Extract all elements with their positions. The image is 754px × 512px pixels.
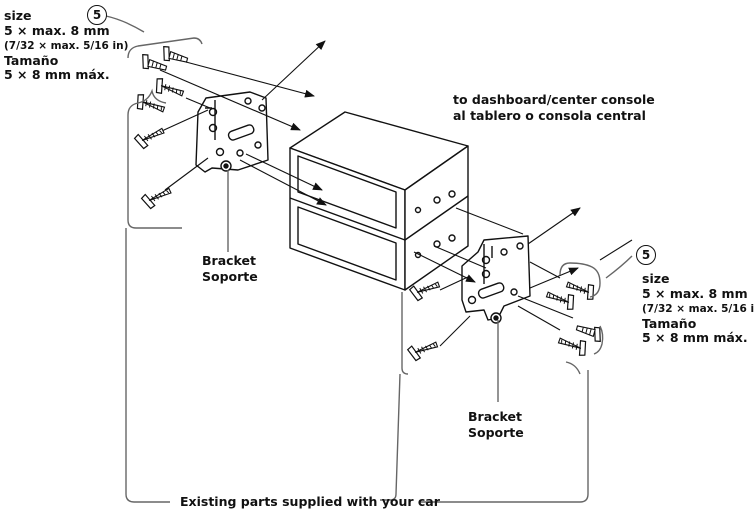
left-bracket	[195, 91, 269, 173]
spec-size-imperial: (7/32 × max. 5/16 in)	[4, 40, 129, 52]
spec-size-metric: 5 × max. 8 mm	[642, 285, 748, 301]
screw-spec-top-left: size 5 × max. 8 mm (7/32 × max. 5/16 in)…	[4, 8, 129, 83]
existing-parts-label: Existing parts supplied with your car	[180, 494, 440, 509]
bracket-label-en: Bracket	[202, 253, 256, 268]
spec-size-metric: 5 × max. 8 mm	[4, 22, 110, 38]
spec-size-label: size	[4, 8, 32, 23]
bracket-label-en: Bracket	[468, 409, 522, 424]
right-bracket	[461, 235, 531, 324]
screw-spec-right: size 5 × max. 8 mm (7/32 × max. 5/16 in)…	[642, 271, 754, 346]
spec-size-imperial: (7/32 × max. 5/16 in)	[642, 303, 754, 315]
dashboard-label-en: to dashboard/center console	[453, 92, 655, 107]
spec-tamano-value: 5 × 8 mm máx.	[4, 67, 110, 82]
dashboard-label: to dashboard/center console al tablero o…	[453, 92, 655, 124]
callout-5-right: 5	[636, 245, 656, 265]
bracket-label-left: Bracket Soporte	[202, 253, 258, 285]
braces	[105, 15, 633, 503]
spec-tamano-label: Tamaño	[4, 52, 59, 68]
bracket-label-es: Soporte	[202, 269, 258, 284]
dashboard-label-es: al tablero o consola central	[453, 108, 646, 123]
bracket-label-right: Bracket Soporte	[468, 409, 524, 441]
spec-tamano-value: 5 × 8 mm máx.	[642, 330, 748, 345]
head-unit	[289, 111, 469, 291]
arrows	[152, 40, 633, 347]
bracket-label-es: Soporte	[468, 425, 524, 440]
spec-tamano-label: Tamaño	[642, 315, 697, 331]
spec-size-label: size	[642, 271, 670, 286]
callout-5-top-left: 5	[87, 5, 107, 25]
